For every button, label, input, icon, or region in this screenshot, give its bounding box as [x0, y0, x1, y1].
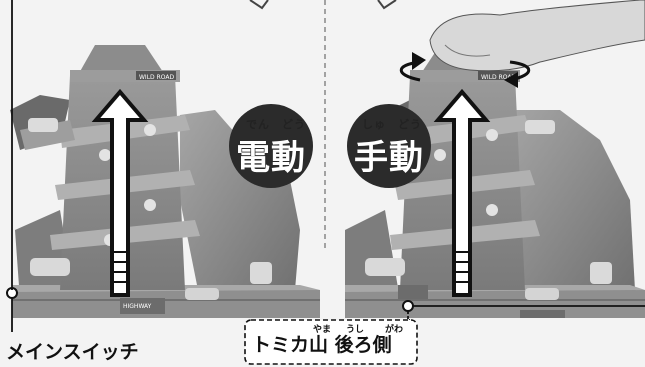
tomica-mountain-back-label: トミカ山 後ろ側 — [252, 334, 392, 356]
left-toy-playset: WILD ROAD HIGHWAY — [6, 0, 320, 332]
back-label-box — [244, 319, 418, 365]
hand-image — [429, 0, 645, 72]
electric-badge — [229, 104, 313, 188]
manual-label: 手動 — [354, 138, 424, 178]
sign-text: WILD ROAD — [139, 74, 174, 81]
electric-label: 電動 — [236, 138, 306, 178]
sign-text-right: WILD ROAD — [481, 74, 516, 81]
base-sign-left: HIGHWAY — [123, 303, 152, 310]
ruby-gawa: がわ — [385, 325, 404, 335]
main-switch-label: メインスイッチ — [6, 341, 139, 363]
manual-badge — [347, 104, 431, 188]
ruby-ushi: うし — [346, 325, 365, 335]
ruby-yama: やま — [313, 325, 332, 335]
manual-ruby: しゅ どう — [362, 118, 422, 131]
electric-ruby: でん どう — [246, 118, 306, 131]
